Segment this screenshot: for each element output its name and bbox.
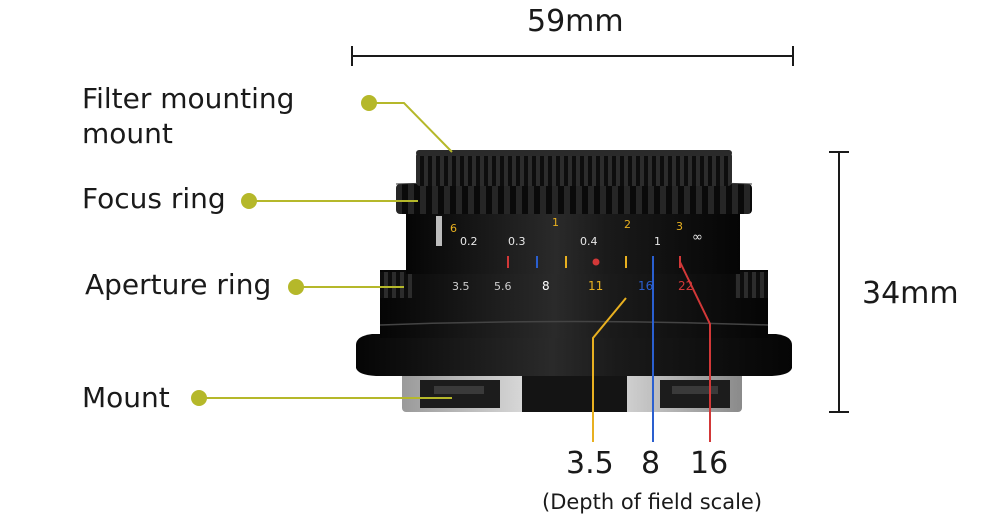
dof-index-marks (507, 256, 681, 268)
focus-scale: 0.2 0.3 0.4 1 ∞ (460, 230, 703, 248)
width-dimension-line (351, 46, 794, 66)
filter-mount-label-line2: mount (82, 117, 173, 150)
feet-scale-1: 1 (552, 216, 559, 229)
aperture-ring-body (380, 270, 768, 300)
aperture-ring-label: Aperture ring (85, 268, 272, 301)
aperture-scale-2: 8 (542, 279, 550, 293)
callout-mount (191, 390, 452, 406)
aperture-scale-4: 16 (638, 279, 653, 293)
dof-value-8: 8 (641, 446, 661, 481)
focus-scale-2: 0.4 (580, 235, 598, 248)
focus-ring-label: Focus ring (82, 182, 226, 215)
lens-base (356, 298, 792, 376)
height-label: 34mm (862, 276, 959, 311)
dof-leader-lines (592, 261, 711, 442)
aperture-scale-3: 11 (588, 279, 603, 293)
scale-barrel (406, 212, 740, 274)
callout-aperture-ring (288, 279, 404, 295)
focus-scale-4: ∞ (692, 230, 703, 245)
feet-scale-3: 3 (676, 220, 683, 233)
width-label: 59mm (527, 4, 624, 39)
callout-focus-ring (241, 193, 418, 209)
height-dimension-line (829, 151, 849, 413)
aperture-scale-1: 5.6 (494, 280, 512, 293)
lens-mount (402, 372, 742, 412)
feet-scale: 6 1 2 3 (450, 216, 683, 235)
aperture-scale-0: 3.5 (452, 280, 470, 293)
filter-mount-label-line1: Filter mounting (82, 82, 295, 115)
dof-value-16: 16 (690, 446, 729, 481)
focus-scale-0: 0.2 (460, 235, 478, 248)
focus-scale-1: 0.3 (508, 235, 526, 248)
dof-caption: (Depth of field scale) (542, 490, 763, 514)
dof-value-3-5: 3.5 (566, 446, 614, 481)
feet-scale-0: 6 (450, 222, 457, 235)
focus-scale-3: 1 (654, 235, 661, 248)
callout-filter-mount (361, 95, 453, 153)
feet-scale-2: 2 (624, 218, 631, 231)
mount-label: Mount (82, 381, 170, 414)
filter-mount-body (416, 150, 732, 186)
